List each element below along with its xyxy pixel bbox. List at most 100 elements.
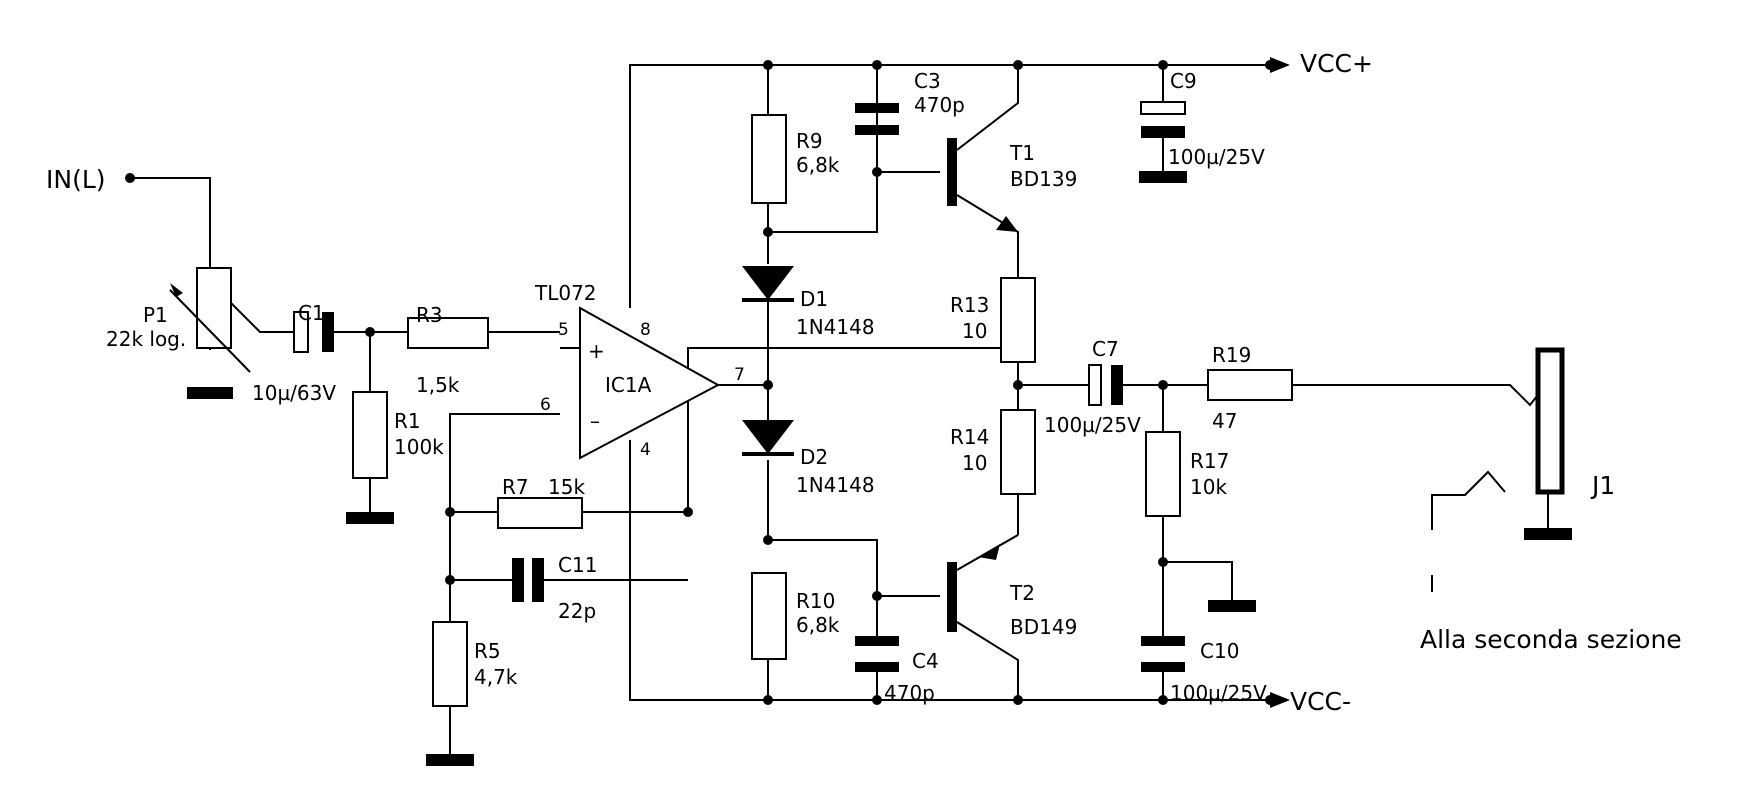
pin7-label: 7 <box>734 365 745 385</box>
r14-value: 10 <box>962 451 987 475</box>
r7-value: 15k <box>548 475 585 499</box>
pin6-label: 6 <box>540 395 551 415</box>
c1-plate <box>293 311 309 353</box>
r3-ref: R3 <box>416 303 443 327</box>
c11-ref: C11 <box>558 553 597 577</box>
d2-value: 1N4148 <box>796 473 875 497</box>
r14-ref: R14 <box>950 425 989 449</box>
r10-value: 6,8k <box>796 613 840 637</box>
opamp-ref: IC1A <box>605 373 652 397</box>
r1-body <box>352 391 388 479</box>
opamp-minus: – <box>590 409 600 433</box>
pin4-label: 4 <box>640 440 651 460</box>
vcc-minus-label: VCC- <box>1290 687 1351 716</box>
r10-body <box>751 572 787 660</box>
c10-value: 100µ/25V <box>1170 681 1267 705</box>
r17-value: 10k <box>1190 475 1227 499</box>
c10-plate-b <box>1141 662 1185 672</box>
t2-base-bar <box>947 562 957 632</box>
vcc-plus-arrow <box>1270 57 1290 73</box>
output-note: Alla seconda sezione <box>1420 625 1682 654</box>
r13-ref: R13 <box>950 293 989 317</box>
r5-body <box>432 621 468 707</box>
r3-body <box>407 317 489 349</box>
opamp-plus: + <box>588 339 605 363</box>
ground-symbol <box>1208 600 1256 612</box>
r9-body <box>751 114 787 204</box>
ground-symbol <box>346 512 394 524</box>
t2-emitter-arrow <box>978 544 1000 560</box>
r19-body <box>1207 369 1293 401</box>
r13-body <box>1000 277 1036 363</box>
t2-value: BD149 <box>1010 615 1077 639</box>
c4-plate-a <box>855 636 899 646</box>
vcc-minus-arrow <box>1270 692 1290 708</box>
p1-arrow <box>170 283 183 297</box>
ground-symbol <box>1139 171 1187 183</box>
c3-plate-b <box>855 125 899 135</box>
c1-plate-neg <box>322 312 334 352</box>
c11-plate-b <box>532 558 544 602</box>
input-label: IN(L) <box>46 165 106 194</box>
d2-symbol <box>742 420 794 454</box>
r3-value: 1,5k <box>416 373 460 397</box>
r1-value: 100k <box>394 435 444 459</box>
d1-value: 1N4148 <box>796 315 875 339</box>
r5-ref: R5 <box>474 639 501 663</box>
r1-ref: R1 <box>394 409 421 433</box>
pin5-label: 5 <box>558 320 569 340</box>
pin8-label: 8 <box>640 320 651 340</box>
opamp-part: TL072 <box>534 281 597 305</box>
j1-body <box>1535 347 1565 495</box>
c10-ref: C10 <box>1200 639 1239 663</box>
r5-value: 4,7k <box>474 665 518 689</box>
c10-plate-a <box>1141 636 1185 646</box>
r14-body <box>1000 409 1036 495</box>
d2-ref: D2 <box>800 445 828 469</box>
j1-ref: J1 <box>1590 471 1615 500</box>
c7-plate-neg <box>1111 365 1123 405</box>
opamp-symbol <box>579 306 721 460</box>
t1-value: BD139 <box>1010 167 1077 191</box>
ground-symbol <box>1524 528 1572 540</box>
c1-value: 10µ/63V <box>252 381 336 405</box>
d1-ref: D1 <box>800 287 828 311</box>
t1-ref: T1 <box>1009 141 1035 165</box>
p1-value: 22k log. <box>106 327 186 351</box>
c9-plate <box>1140 101 1186 115</box>
c1-ref: C1 <box>298 301 325 325</box>
c7-plate <box>1088 364 1102 406</box>
t2-ref: T2 <box>1009 581 1035 605</box>
c9-value: 100µ/25V <box>1168 145 1265 169</box>
c11-plate-a <box>512 558 524 602</box>
r10-ref: R10 <box>796 589 835 613</box>
d1-symbol <box>742 266 794 300</box>
c7-ref: C7 <box>1092 337 1119 361</box>
c4-ref: C4 <box>912 649 939 673</box>
ground-symbol <box>426 754 474 766</box>
c9-ref: C9 <box>1170 69 1197 93</box>
junction-dots <box>125 60 1275 705</box>
p1-ref: P1 <box>143 303 168 327</box>
r7-body <box>497 497 583 529</box>
r13-value: 10 <box>962 319 987 343</box>
r19-ref: R19 <box>1212 343 1251 367</box>
c3-ref: C3 <box>914 69 941 93</box>
ground-symbol <box>187 387 233 399</box>
c9-plate-neg <box>1141 126 1185 138</box>
c4-value: 470p <box>884 681 935 705</box>
c3-value: 470p <box>914 93 965 117</box>
t1-base-bar <box>947 138 957 206</box>
t1-emitter-arrow <box>996 216 1018 232</box>
r17-body <box>1145 431 1181 517</box>
r7-ref: R7 <box>502 475 529 499</box>
vcc-plus-label: VCC+ <box>1300 49 1373 78</box>
r9-value: 6,8k <box>796 153 840 177</box>
r17-ref: R17 <box>1190 449 1229 473</box>
c7-value: 100µ/25V <box>1044 413 1141 437</box>
r19-value: 47 <box>1212 409 1237 433</box>
c11-value: 22p <box>558 599 596 623</box>
r9-ref: R9 <box>796 129 823 153</box>
c3-plate-a <box>855 103 899 113</box>
